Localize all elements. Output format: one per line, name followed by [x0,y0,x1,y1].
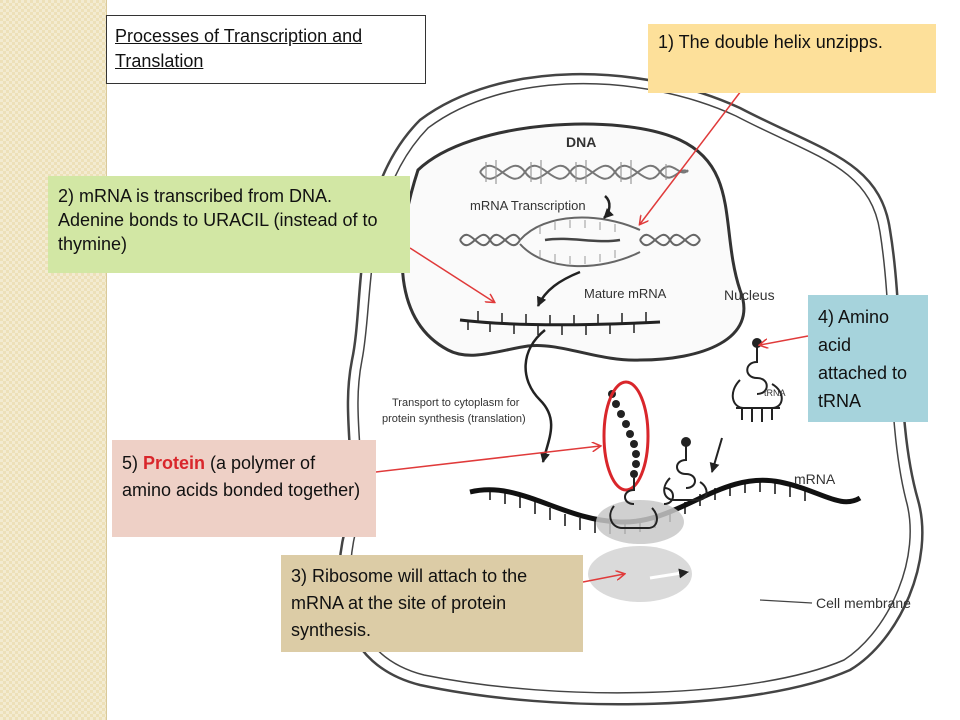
cell-membrane-inner [349,82,911,694]
callout-mrna-transcribed: 2) mRNA is transcribed from DNA. Adenine… [48,176,410,273]
label-transport-2: protein synthesis (translation) [382,413,526,425]
arrow-callout-2 [409,247,494,302]
protein-chain [608,390,640,478]
cell-membrane-outer [337,72,924,706]
label-transport-1: Transport to cytoplasm for [392,397,520,409]
ribosome [588,500,692,602]
page-title: Processes of Transcription and Translati… [106,15,426,84]
label-mature-mrna: Mature mRNA [584,286,667,301]
label-nucleus: Nucleus [724,287,775,303]
transcription-bubble [459,216,701,268]
cell-membrane-leader [759,599,813,604]
callout-protein-prefix: 5) [122,453,144,473]
transcription-flow-arrow [603,195,614,219]
side-decoration-stripe [0,0,107,720]
label-cell-membrane: Cell membrane [816,595,911,611]
arrow-callout-3 [582,574,624,583]
label-dna: DNA [566,134,596,150]
callout-protein-rest: (a polymer of amino acids bonded togethe… [122,453,361,500]
protein-highlight-oval [602,380,650,492]
callout-amino-acid-trna: 4) Amino acid attached to tRNA [808,295,928,422]
title-text: Processes of Transcription and Translati… [115,26,363,71]
maturation-arrow [536,270,581,307]
label-mrna-transcription: mRNA Transcription [470,198,586,213]
trna-molecules [609,338,783,529]
trna-entry-arrow [709,437,723,473]
label-trna: tRNA [764,388,786,398]
label-mrna: mRNA [794,471,836,487]
callout-protein: 5) Protein (a polymer of amino acids bon… [112,440,376,537]
callout-protein-keyword: Protein [143,453,206,473]
arrow-callout-5 [375,446,600,473]
callout-ribosome: 3) Ribosome will attach to the mRNA at t… [281,555,583,652]
transport-path [524,329,553,463]
mature-mrna-strand [459,311,661,335]
arrow-callout-4 [760,335,809,345]
dna-double-helix [479,160,689,184]
callout-helix-unzips: 1) The double helix unzipps. [648,24,936,93]
